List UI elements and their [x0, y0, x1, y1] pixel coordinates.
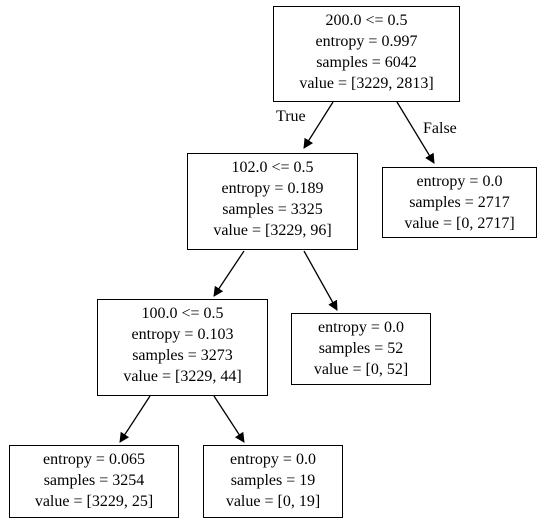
node-value: value = [3229, 96]	[213, 222, 332, 239]
node-samples: samples = 2717	[409, 194, 510, 211]
node-samples: samples = 3254	[43, 472, 145, 489]
tree-node-right-3: entropy = 0.0 samples = 19 value = [0, 1…	[203, 445, 343, 518]
edge-label-false: False	[423, 120, 457, 137]
tree-node-right-2: entropy = 0.0 samples = 52 value = [0, 5…	[291, 313, 431, 385]
edge-left-2-to-right-3	[213, 395, 245, 443]
node-entropy: entropy = 0.0	[416, 173, 503, 190]
node-entropy: entropy = 0.0	[230, 451, 316, 468]
tree-node-left-3: entropy = 0.065 samples = 3254 value = […	[9, 445, 179, 518]
node-value: value = [0, 19]	[225, 493, 321, 510]
node-value: value = [3229, 25]	[34, 493, 154, 510]
node-samples: samples = 3273	[132, 347, 233, 364]
edge-root-to-left-1	[303, 101, 334, 149]
node-value: value = [3229, 2813]	[299, 75, 434, 92]
node-entropy: entropy = 0.997	[315, 33, 418, 50]
tree-node-left-1: 102.0 <= 0.5 entropy = 0.189 samples = 3…	[187, 153, 358, 250]
node-value: value = [0, 2717]	[404, 215, 515, 232]
tree-node-left-2: 100.0 <= 0.5 entropy = 0.103 samples = 3…	[97, 299, 268, 396]
edge-label-true: True	[276, 108, 306, 125]
tree-node-root: 200.0 <= 0.5 entropy = 0.997 samples = 6…	[273, 6, 460, 102]
node-entropy: entropy = 0.189	[221, 180, 324, 197]
node-split-condition: 100.0 <= 0.5	[141, 305, 224, 322]
node-split-condition: 200.0 <= 0.5	[325, 12, 408, 29]
edge-left-1-to-left-2	[213, 250, 245, 297]
node-entropy: entropy = 0.0	[318, 319, 404, 336]
node-samples: samples = 19	[230, 472, 316, 489]
tree-node-right-1: entropy = 0.0 samples = 2717 value = [0,…	[382, 167, 537, 238]
node-value: value = [0, 52]	[313, 361, 409, 378]
node-samples: samples = 52	[318, 340, 404, 357]
node-samples: samples = 3325	[222, 201, 323, 218]
node-entropy: entropy = 0.103	[131, 326, 234, 343]
node-entropy: entropy = 0.065	[43, 451, 145, 468]
node-split-condition: 102.0 <= 0.5	[231, 159, 314, 176]
edge-root-to-right-1	[396, 101, 435, 164]
edge-left-2-to-left-3	[119, 395, 151, 443]
edge-left-1-to-right-2	[303, 250, 338, 311]
node-value: value = [3229, 44]	[123, 368, 242, 385]
node-samples: samples = 6042	[316, 54, 417, 71]
